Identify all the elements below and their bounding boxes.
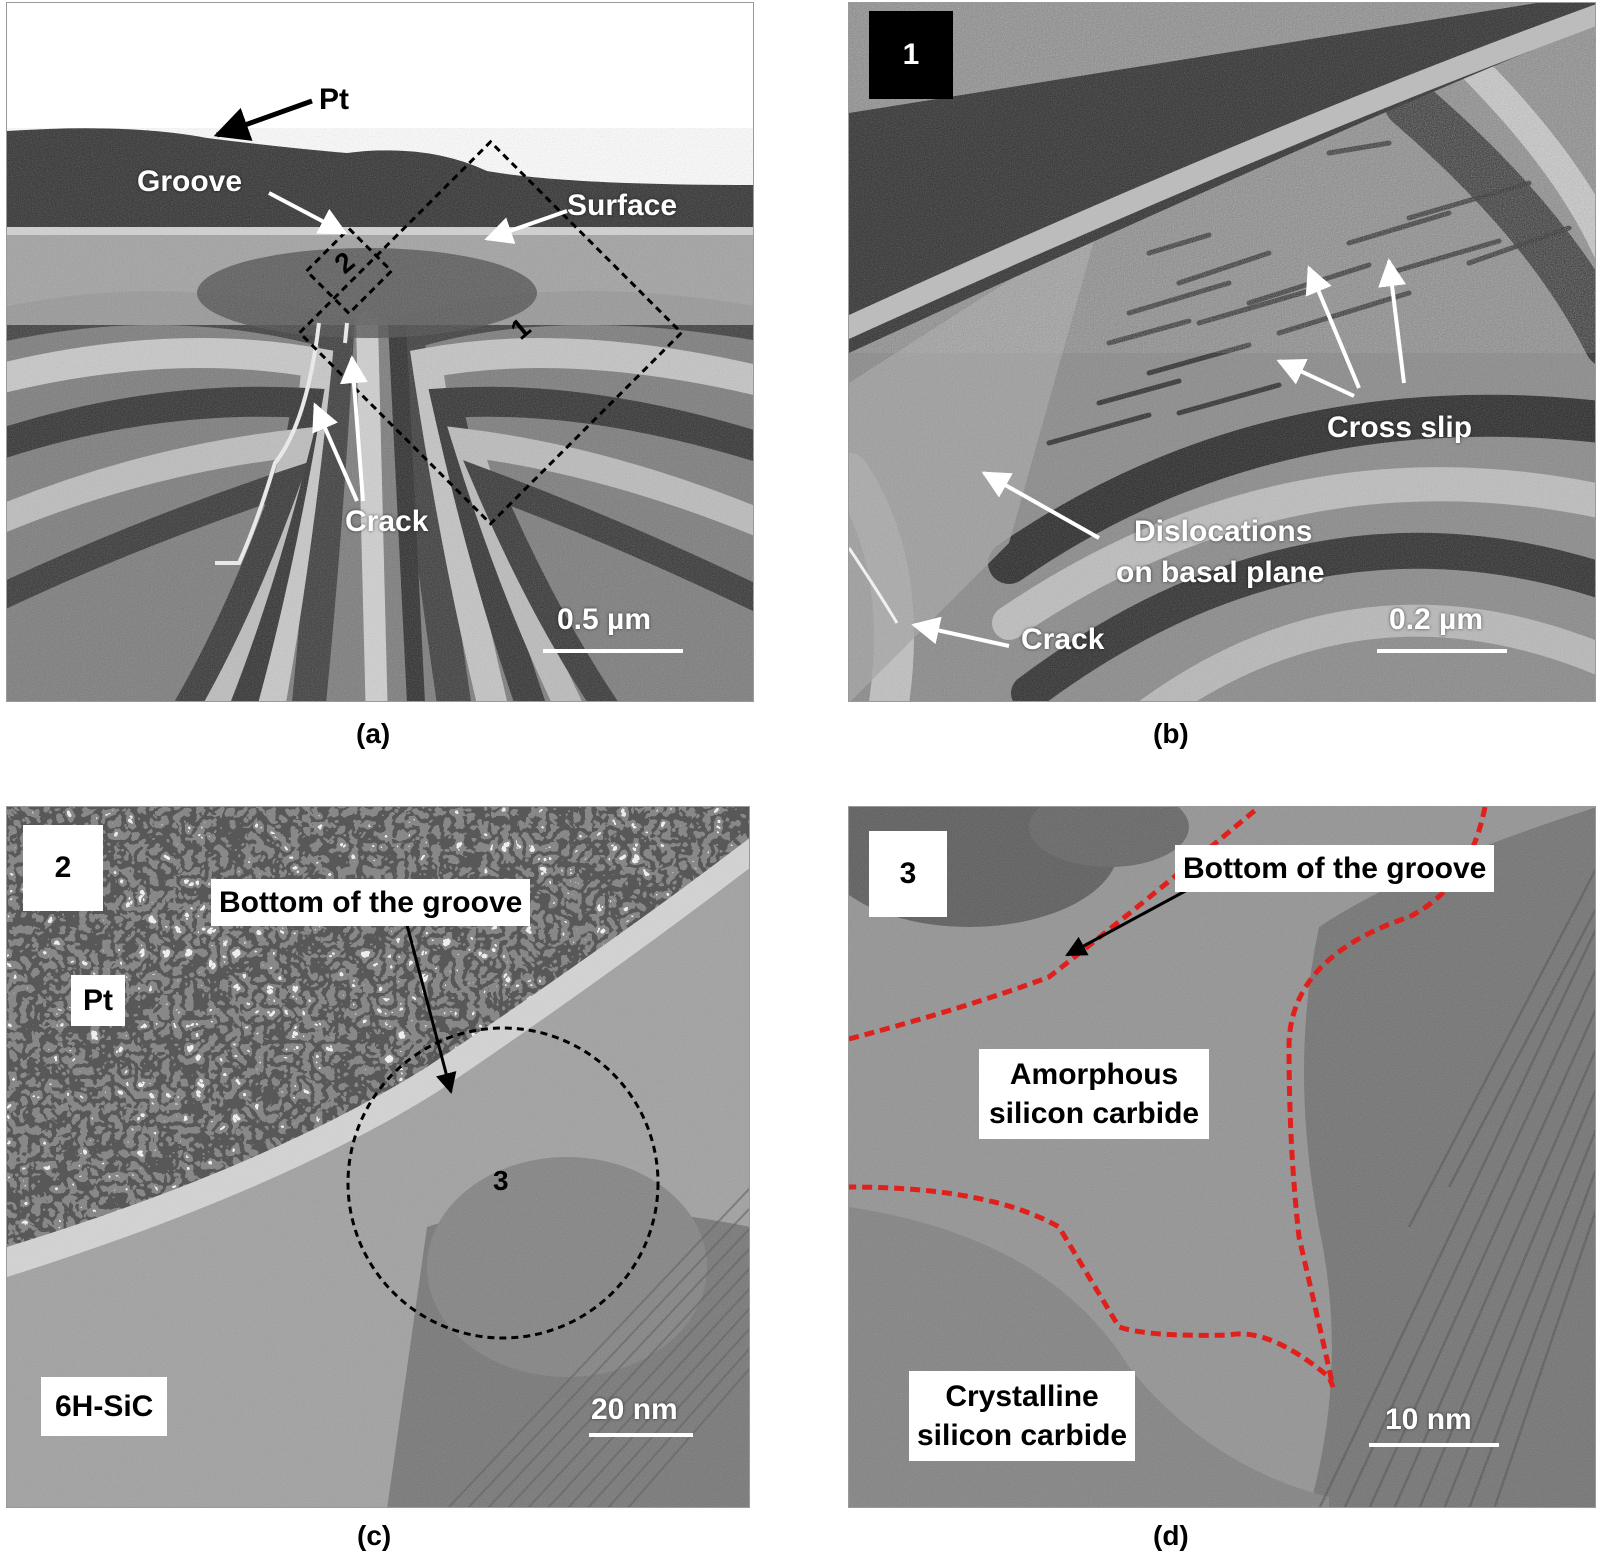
groove-label: Groove bbox=[137, 165, 243, 198]
bottom-of-groove-label-c: Bottom of the groove bbox=[211, 879, 531, 926]
panel-c-badge: 2 bbox=[23, 825, 103, 911]
dislocations-label-line1: Dislocations bbox=[1134, 515, 1313, 548]
dislocations-label-line2: on basal plane bbox=[1116, 556, 1325, 589]
panel-b-micrograph bbox=[849, 3, 1595, 701]
surface-label: Surface bbox=[567, 189, 678, 222]
panel-d-caption: (d) bbox=[1153, 1520, 1189, 1551]
scale-label-d: 10 nm bbox=[1385, 1403, 1472, 1436]
amorphous-label: Amorphous silicon carbide bbox=[979, 1049, 1210, 1139]
panel-c-caption: (c) bbox=[357, 1520, 392, 1551]
scale-label-c: 20 nm bbox=[591, 1393, 678, 1426]
panel-a-image: Pt Groove Surface Crack 0.5 µm 2 1 bbox=[6, 2, 754, 702]
panel-b-caption: (b) bbox=[1153, 718, 1189, 749]
crack-label-b: Crack bbox=[1021, 623, 1105, 656]
sic-label: 6H-SiC bbox=[41, 1377, 168, 1436]
crystalline-label: Crystalline silicon carbide bbox=[909, 1371, 1136, 1461]
crystalline-label-line1: Crystalline bbox=[945, 1380, 1099, 1413]
panel-c-image: 2 Bottom of the groove Pt 3 6H-SiC 20 nm bbox=[6, 806, 750, 1508]
scale-bar-b bbox=[1377, 649, 1507, 653]
amorphous-label-line1: Amorphous bbox=[1009, 1058, 1179, 1091]
panel-a-caption: (a) bbox=[356, 718, 391, 749]
pt-label: Pt bbox=[319, 83, 349, 116]
scale-bar-c bbox=[589, 1433, 693, 1437]
panel-d-badge: 3 bbox=[869, 831, 947, 917]
pt-label-c: Pt bbox=[71, 975, 125, 1026]
scale-label: 0.5 µm bbox=[557, 603, 651, 636]
panel-d-image: 3 Bottom of the groove Amorphous silicon… bbox=[848, 806, 1596, 1508]
cross-slip-label: Cross slip bbox=[1327, 411, 1473, 444]
bottom-of-groove-label-d: Bottom of the groove bbox=[1175, 845, 1495, 892]
region-marker-3: 3 bbox=[493, 1165, 509, 1196]
amorphous-label-line2: silicon carbide bbox=[989, 1097, 1200, 1130]
crack-label: Crack bbox=[345, 505, 429, 538]
panel-b-badge: 1 bbox=[869, 11, 953, 99]
panel-a-micrograph bbox=[7, 3, 753, 701]
scale-bar bbox=[543, 649, 683, 653]
scale-bar-d bbox=[1369, 1443, 1499, 1447]
panel-b-image: 1 Cross slip Dislocations on basal plane… bbox=[848, 2, 1596, 702]
crystalline-label-line2: silicon carbide bbox=[917, 1419, 1128, 1452]
scale-label-b: 0.2 µm bbox=[1389, 603, 1483, 636]
